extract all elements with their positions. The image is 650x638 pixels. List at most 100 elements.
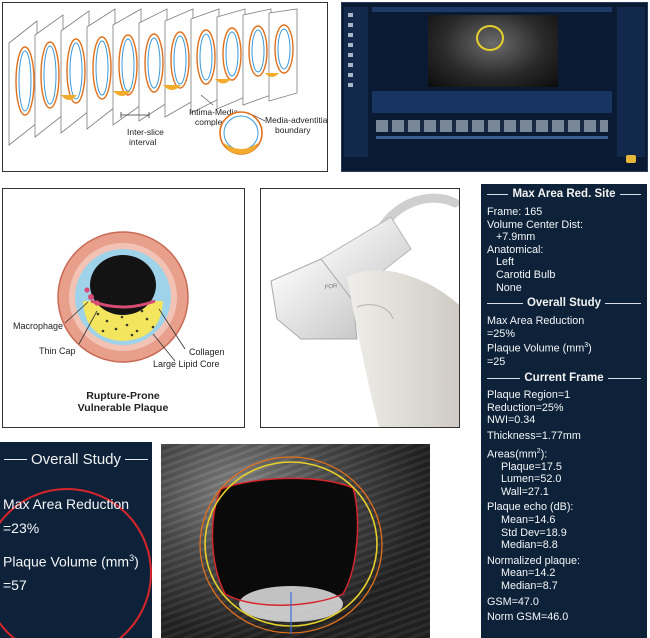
ultrasound-image bbox=[161, 444, 430, 638]
volume-center-value: +7.9mm bbox=[496, 231, 536, 244]
anatomical-extra: None bbox=[496, 281, 522, 294]
probe-brand-text: FOR bbox=[324, 283, 338, 291]
vessel-ring bbox=[118, 34, 138, 96]
lumen-region bbox=[212, 478, 358, 606]
plaque-illustration: Macrophage Thin Cap Collagen Large Lipid… bbox=[13, 231, 225, 414]
current-header-title: Current Frame bbox=[524, 372, 604, 385]
software-screenshot bbox=[341, 2, 648, 172]
label-inter-slice: Inter-slice bbox=[127, 127, 164, 137]
overall-section: Max Area Reduction =25% Plaque Volume (m… bbox=[487, 315, 641, 368]
software-title-bar bbox=[372, 7, 612, 12]
vessel-ring bbox=[196, 29, 216, 85]
normalized-mean: Mean=14.2 bbox=[501, 567, 556, 580]
sidebar-tool-icon[interactable] bbox=[348, 53, 353, 57]
echo-median: Median=8.8 bbox=[501, 539, 558, 552]
software-timeline[interactable] bbox=[376, 136, 608, 139]
bl-plaque-volume-label: Plaque Volume (mm3) bbox=[3, 553, 139, 570]
label-collagen: Collagen bbox=[189, 347, 225, 357]
ultrasound-contours bbox=[199, 456, 383, 634]
vessel-ring bbox=[222, 27, 242, 81]
site-section: Frame: 165 Volume Center Dist: +7.9mm An… bbox=[487, 206, 641, 294]
plaque-region: Plaque Region=1 bbox=[487, 389, 571, 402]
sidebar-tool-icon[interactable] bbox=[348, 13, 353, 17]
label-interval: interval bbox=[129, 137, 157, 147]
max-area-reduction-label: Max Area Reduction bbox=[487, 315, 585, 328]
plaque-caption-line2: Vulnerable Plaque bbox=[78, 402, 169, 414]
software-right-sidebar bbox=[617, 7, 645, 157]
label-complex: complex bbox=[195, 117, 227, 127]
sidebar-tool-icon[interactable] bbox=[348, 63, 353, 67]
probe-head bbox=[270, 258, 358, 340]
lipid-dots bbox=[96, 307, 155, 337]
vessel-ring bbox=[66, 38, 86, 104]
overall-study-circle bbox=[0, 488, 152, 638]
areas-label: Areas(mm2): bbox=[487, 447, 548, 461]
norm-gsm-value: Norm GSM=46.0 bbox=[487, 611, 569, 624]
echo-label: Plaque echo (dB): bbox=[487, 501, 574, 514]
bl-max-area-value: =23% bbox=[3, 520, 40, 536]
nwi-value: NWI=0.34 bbox=[487, 414, 536, 427]
anatomical-label: Anatomical: bbox=[487, 243, 544, 256]
software-lumen-contour bbox=[476, 25, 504, 51]
overall-study-header: Overall Study bbox=[4, 451, 149, 468]
vessel-ring bbox=[144, 33, 164, 93]
gsm-value: GSM=47.0 bbox=[487, 595, 539, 608]
glove-finger bbox=[356, 304, 394, 320]
sidebar-tool-icon[interactable] bbox=[348, 43, 353, 47]
vessel-ring bbox=[274, 24, 294, 74]
sidebar-tool-icon[interactable] bbox=[348, 23, 353, 27]
sidebar-tool-icon[interactable] bbox=[348, 33, 353, 37]
label-lipid-core: Large Lipid Core bbox=[153, 359, 220, 369]
bl-max-area-label: Max Area Reduction bbox=[3, 496, 130, 512]
label-media-adventitia: Media-adventitia bbox=[265, 115, 327, 125]
current-section: Plaque Region=1 Reduction=25% NWI=0.34 T… bbox=[487, 389, 641, 624]
lumen-boundary bbox=[211, 477, 359, 606]
slice-diagram-panel: Inter-slice interval Intima-Media comple… bbox=[2, 2, 328, 172]
plaque-illustration-panel: Macrophage Thin Cap Collagen Large Lipid… bbox=[2, 188, 245, 428]
software-thumbnail-strip[interactable] bbox=[376, 120, 608, 132]
label-thin-cap: Thin Cap bbox=[39, 346, 76, 356]
slice-plane bbox=[8, 20, 38, 146]
frame-value: Frame: 165 bbox=[487, 206, 543, 218]
label-boundary: boundary bbox=[275, 125, 311, 135]
overall-study-card: Overall Study Max Area Reduction =23% Pl… bbox=[0, 442, 152, 638]
reduction-value: Reduction=25% bbox=[487, 401, 564, 414]
plaque-volume-value: =25 bbox=[487, 355, 506, 368]
vessel-ring bbox=[248, 25, 268, 77]
cross-section-inset bbox=[219, 111, 263, 155]
plaque-volume-label: Plaque Volume (mm3) bbox=[487, 342, 592, 355]
echo-mean: Mean=14.6 bbox=[501, 514, 556, 527]
lumen bbox=[90, 255, 156, 315]
metrics-panel: Max Area Red. Site Frame: 165 Volume Cen… bbox=[481, 184, 647, 638]
current-header: Current Frame bbox=[487, 372, 641, 384]
software-track-area bbox=[372, 91, 612, 113]
vessel-ring bbox=[92, 36, 112, 100]
software-left-sidebar bbox=[344, 7, 368, 157]
overall-header: Overall Study bbox=[487, 297, 642, 310]
area-plaque: Plaque=17.5 bbox=[501, 460, 562, 473]
area-wall: Wall=27.1 bbox=[501, 485, 549, 498]
echo-std-dev: Std Dev=18.9 bbox=[501, 526, 567, 539]
normalized-median: Median=8.7 bbox=[501, 580, 558, 593]
slice-planes bbox=[8, 8, 298, 146]
label-macrophage: Macrophage bbox=[13, 321, 63, 331]
plaque-deposits bbox=[61, 73, 279, 100]
volume-center-label: Volume Center Dist: bbox=[487, 218, 584, 231]
vessel-ring bbox=[170, 31, 190, 89]
area-lumen: Lumen=52.0 bbox=[501, 473, 562, 486]
probe-photo-panel: FOR bbox=[260, 188, 460, 428]
site-header-title: Max Area Red. Site bbox=[512, 188, 616, 200]
vessel-ring bbox=[15, 46, 35, 116]
label-intima-media: Intima-Media bbox=[189, 107, 238, 117]
overall-header-title: Overall Study bbox=[526, 297, 602, 310]
slice-diagram: Inter-slice interval Intima-Media comple… bbox=[8, 8, 328, 155]
macrophage-cells bbox=[84, 287, 100, 306]
inter-slice-marker bbox=[120, 112, 150, 118]
max-area-reduction-value: =25% bbox=[487, 327, 515, 340]
sidebar-tool-icon[interactable] bbox=[348, 83, 353, 87]
normalized-label: Normalized plaque: bbox=[487, 554, 581, 567]
sidebar-tool-icon[interactable] bbox=[348, 73, 353, 77]
ultrasound-probe: FOR bbox=[270, 193, 460, 427]
gloved-hand bbox=[347, 270, 459, 427]
vessel-ring bbox=[40, 41, 60, 109]
